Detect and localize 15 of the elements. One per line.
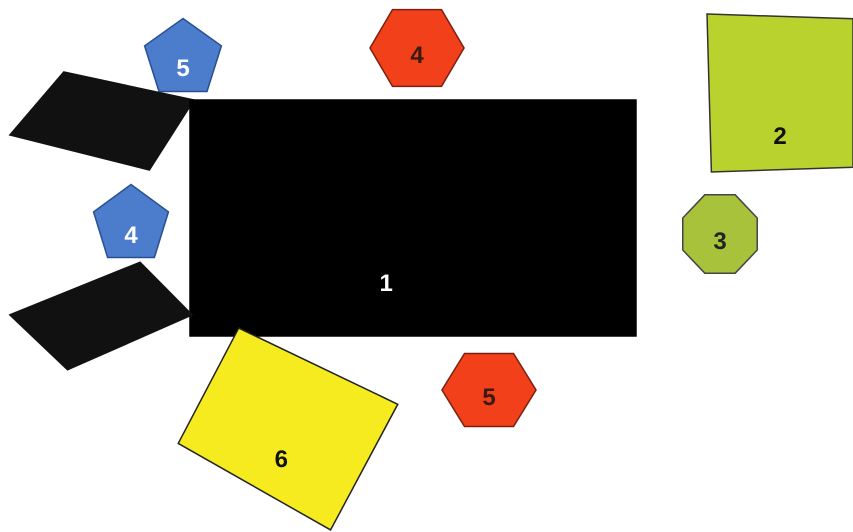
hexagon-shape	[368, 8, 466, 88]
shape-number: 5	[482, 386, 496, 410]
rectangle-shape	[190, 100, 636, 336]
shape-number: 4	[124, 224, 138, 248]
shape-number: 4	[410, 44, 424, 68]
pentagon-shape	[143, 17, 223, 93]
octagon-shape	[682, 194, 758, 274]
shape-number: 2	[773, 125, 787, 150]
hexagon-shape	[440, 352, 538, 428]
shape-number: 3	[713, 230, 727, 254]
shape-number: 6	[274, 448, 288, 472]
parallelogram-shape	[8, 260, 194, 372]
pentagon-shape	[92, 183, 170, 259]
shape-number: 1	[380, 272, 393, 296]
shape-number: 5	[176, 56, 190, 81]
